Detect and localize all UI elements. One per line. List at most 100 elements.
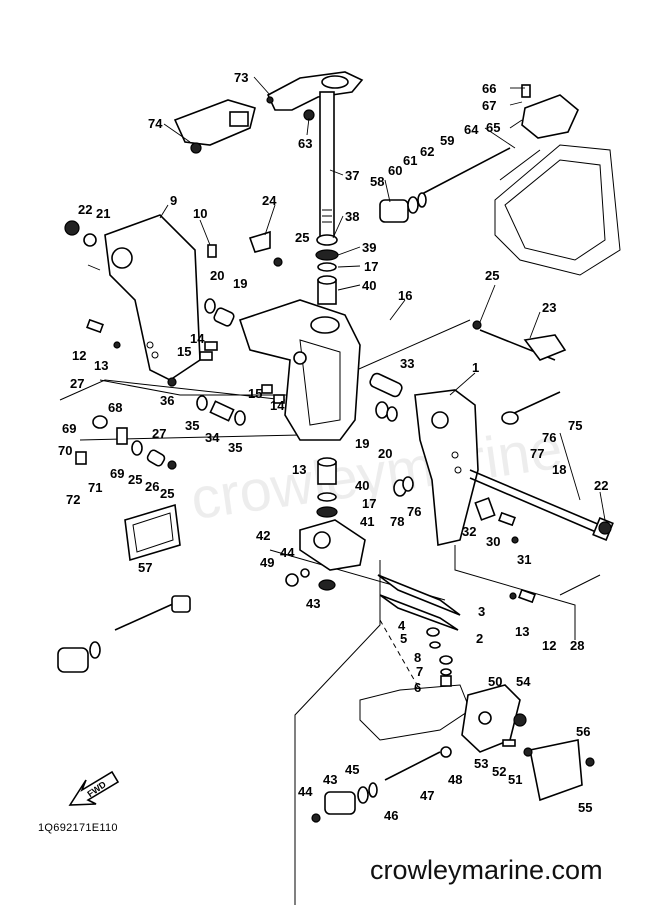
callout-73: 72 <box>66 492 80 507</box>
callout-9: 9 <box>170 193 177 208</box>
callout-49: 48 <box>448 772 462 787</box>
callout-69: 68 <box>108 400 122 415</box>
callout-59: 58 <box>370 174 384 189</box>
callout-25: 24 <box>262 193 277 208</box>
callout-26b: 25 <box>485 268 499 283</box>
grommet-58 <box>124 503 181 562</box>
lower-bushings <box>316 457 338 518</box>
upper-mount-75 <box>173 99 256 154</box>
callout-65: 64 <box>464 122 479 137</box>
callout-12b: 12 <box>542 638 556 653</box>
callout-55: 54 <box>516 674 531 689</box>
callout-50: 49 <box>260 555 274 570</box>
callout-66: 65 <box>486 120 500 135</box>
callout-62: 61 <box>403 153 417 168</box>
steering-arm-74 <box>266 71 364 111</box>
callout-47: 46 <box>384 808 398 823</box>
callout-35b: 35 <box>228 440 242 455</box>
assembly-frame <box>59 149 601 905</box>
callout-32: 32 <box>462 524 476 539</box>
lower-rod-48 <box>324 751 441 815</box>
callout-58: 57 <box>138 560 152 575</box>
callout-79: 78 <box>390 514 404 529</box>
lower-fasteners <box>311 713 595 823</box>
callout-5: 5 <box>400 631 407 646</box>
callout-21a: 20 <box>210 268 224 283</box>
lower-case-outline <box>359 619 471 741</box>
callout-18a: 17 <box>364 259 378 274</box>
callout-64: 63 <box>298 136 312 151</box>
callout-42: 42 <box>256 528 270 543</box>
lower-mount-42 <box>299 519 366 571</box>
callout-43: 43 <box>306 596 320 611</box>
left-lower-rod <box>57 595 191 673</box>
callout-17: 16 <box>398 288 412 303</box>
callout-54: 53 <box>474 756 488 771</box>
bolts-10-16 <box>86 230 536 604</box>
callout-34: 34 <box>205 430 220 445</box>
callout-19: 18 <box>552 462 566 477</box>
callout-2: 2 <box>476 631 483 646</box>
callout-10: 10 <box>193 206 207 221</box>
callout-57: 56 <box>576 724 590 739</box>
washers-76-78 <box>393 391 561 497</box>
callout-14: 13 <box>292 462 306 477</box>
callout-76: 75 <box>568 418 582 433</box>
callout-39: 39 <box>362 240 376 255</box>
callout-26d: 25 <box>160 486 174 501</box>
callout-45b: 44 <box>298 784 313 799</box>
bolts-4-8 <box>426 627 453 687</box>
callout-77b: 76 <box>407 504 421 519</box>
callout-15a: 14 <box>190 331 205 346</box>
small-fasteners-43-50 <box>285 568 336 591</box>
callout-78: 77 <box>530 446 544 461</box>
callout-38: 38 <box>345 209 359 224</box>
callout-51: 50 <box>488 674 502 689</box>
callout-28b: 27 <box>152 426 166 441</box>
callout-48: 47 <box>420 788 434 803</box>
cover-56 <box>529 739 583 802</box>
callout-70b: 69 <box>110 466 124 481</box>
callout-13b: 13 <box>515 624 529 639</box>
callout-20b: 19 <box>355 436 369 451</box>
callout-16a: 15 <box>177 344 191 359</box>
callout-72: 71 <box>88 480 102 495</box>
callout-27: 26 <box>145 479 159 494</box>
callout-numbers: 73 74 63 37 38 39 17 40 66 67 65 64 59 6… <box>58 70 608 823</box>
callout-67: 66 <box>482 81 496 96</box>
callout-37: 37 <box>345 168 359 183</box>
callout-68: 67 <box>482 98 496 113</box>
shaft-bushings <box>315 234 339 305</box>
callout-28a: 27 <box>70 376 84 391</box>
center-watermark: crowleymarine <box>187 416 566 532</box>
callout-30: 30 <box>486 534 500 549</box>
callout-21b: 20 <box>378 446 392 461</box>
callout-75: 74 <box>148 116 163 131</box>
clamp-bracket-1 <box>414 389 479 546</box>
site-watermark: crowleymarine.com <box>370 855 603 885</box>
callout-6: 6 <box>414 680 421 695</box>
callout-23a: 22 <box>78 202 92 217</box>
plates-2-3 <box>377 574 461 631</box>
callout-20a: 19 <box>233 276 247 291</box>
callout-1: 1 <box>472 360 479 375</box>
callout-26c: 25 <box>128 472 142 487</box>
fittings-30-32 <box>474 497 519 544</box>
callout-7: 7 <box>416 664 423 679</box>
callout-16b: 15 <box>248 386 262 401</box>
callout-15b: 14 <box>270 398 285 413</box>
nuts-22-23 <box>64 220 612 535</box>
callout-40b: 40 <box>355 478 369 493</box>
callout-4: 4 <box>398 618 406 633</box>
callout-35a: 35 <box>185 418 199 433</box>
mount-rod-60 <box>379 147 511 223</box>
callout-70a: 69 <box>62 421 76 436</box>
upper-mount-66 <box>521 84 579 139</box>
callout-45a: 44 <box>280 545 295 560</box>
steering-shaft-37 <box>303 91 335 238</box>
callout-8: 8 <box>414 650 421 665</box>
callout-77a: 76 <box>542 430 556 445</box>
callout-33: 33 <box>400 356 414 371</box>
callout-40a: 40 <box>362 278 376 293</box>
